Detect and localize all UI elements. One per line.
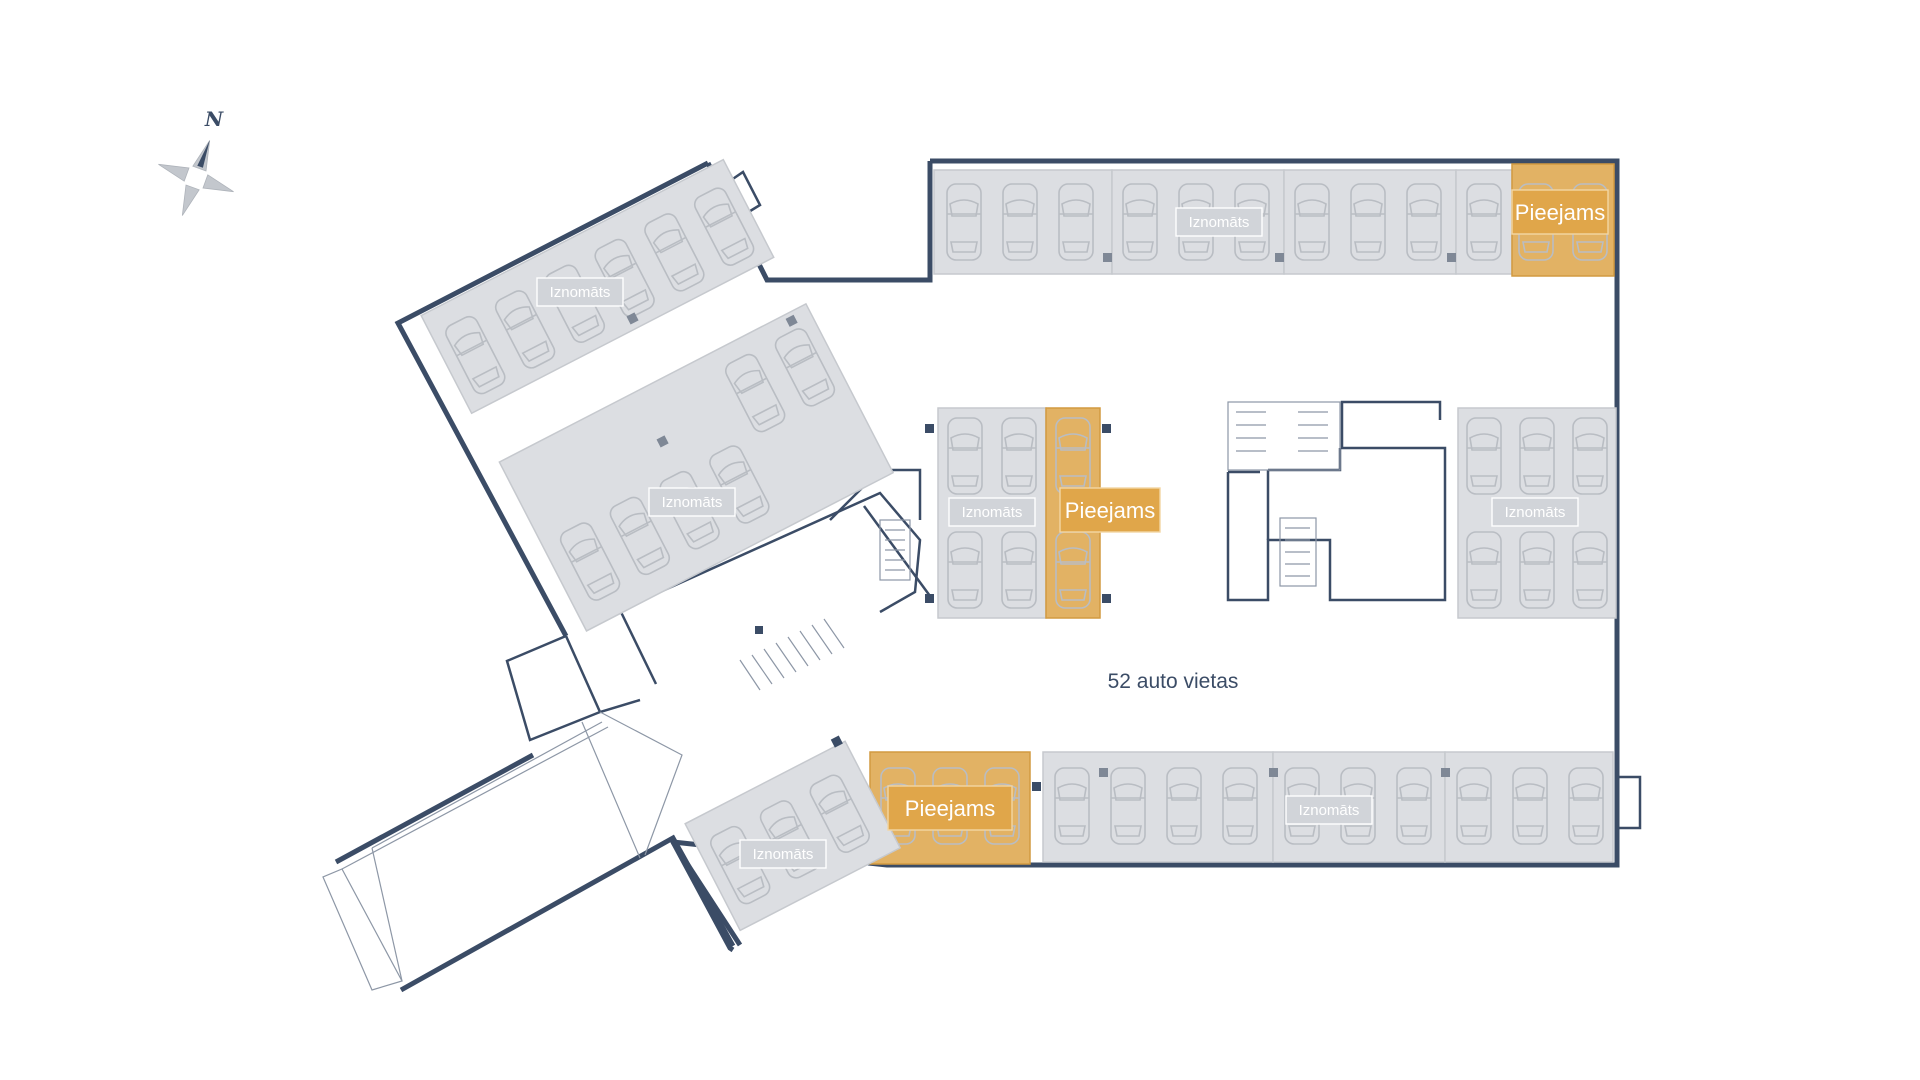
label-rented-central: Iznomāts [948, 497, 1036, 527]
label-rented-south: Iznomāts [1285, 795, 1373, 825]
south-row [1032, 751, 1614, 863]
label-rented-sw: Iznomāts [739, 839, 827, 869]
svg-text:Pieejams: Pieejams [1515, 200, 1605, 225]
stair-core-west [505, 468, 932, 742]
southwest-diagonal-row [684, 735, 902, 932]
entrance-ramp [322, 711, 683, 991]
svg-text:Iznomāts: Iznomāts [962, 504, 1023, 521]
label-rented-nw: Iznomāts [536, 277, 624, 307]
label-available-north: Pieejams [1511, 189, 1609, 235]
svg-text:Iznomāts: Iznomāts [1189, 214, 1250, 231]
stair-core-east [1226, 400, 1447, 602]
svg-text:Iznomāts: Iznomāts [1505, 504, 1566, 521]
svg-text:Iznomāts: Iznomāts [753, 846, 814, 863]
label-rented-north: Iznomāts [1175, 207, 1263, 237]
svg-text:Pieejams: Pieejams [1065, 498, 1155, 523]
label-available-central: Pieejams [1059, 487, 1161, 533]
label-rented-east: Iznomāts [1491, 497, 1579, 527]
west-diagonal-row [498, 302, 895, 632]
svg-text:Iznomāts: Iznomāts [1299, 802, 1360, 819]
north-row [933, 169, 1513, 275]
compass-icon: N [158, 107, 234, 216]
svg-text:Iznomāts: Iznomāts [550, 284, 611, 301]
svg-text:Pieejams: Pieejams [905, 796, 995, 821]
label-rented-west: Iznomāts [648, 487, 736, 517]
label-available-south: Pieejams [887, 785, 1013, 831]
svg-text:Iznomāts: Iznomāts [662, 494, 723, 511]
compass-north-label: N [204, 107, 224, 131]
parking-spaces-count: 52 auto vietas [1108, 670, 1239, 693]
